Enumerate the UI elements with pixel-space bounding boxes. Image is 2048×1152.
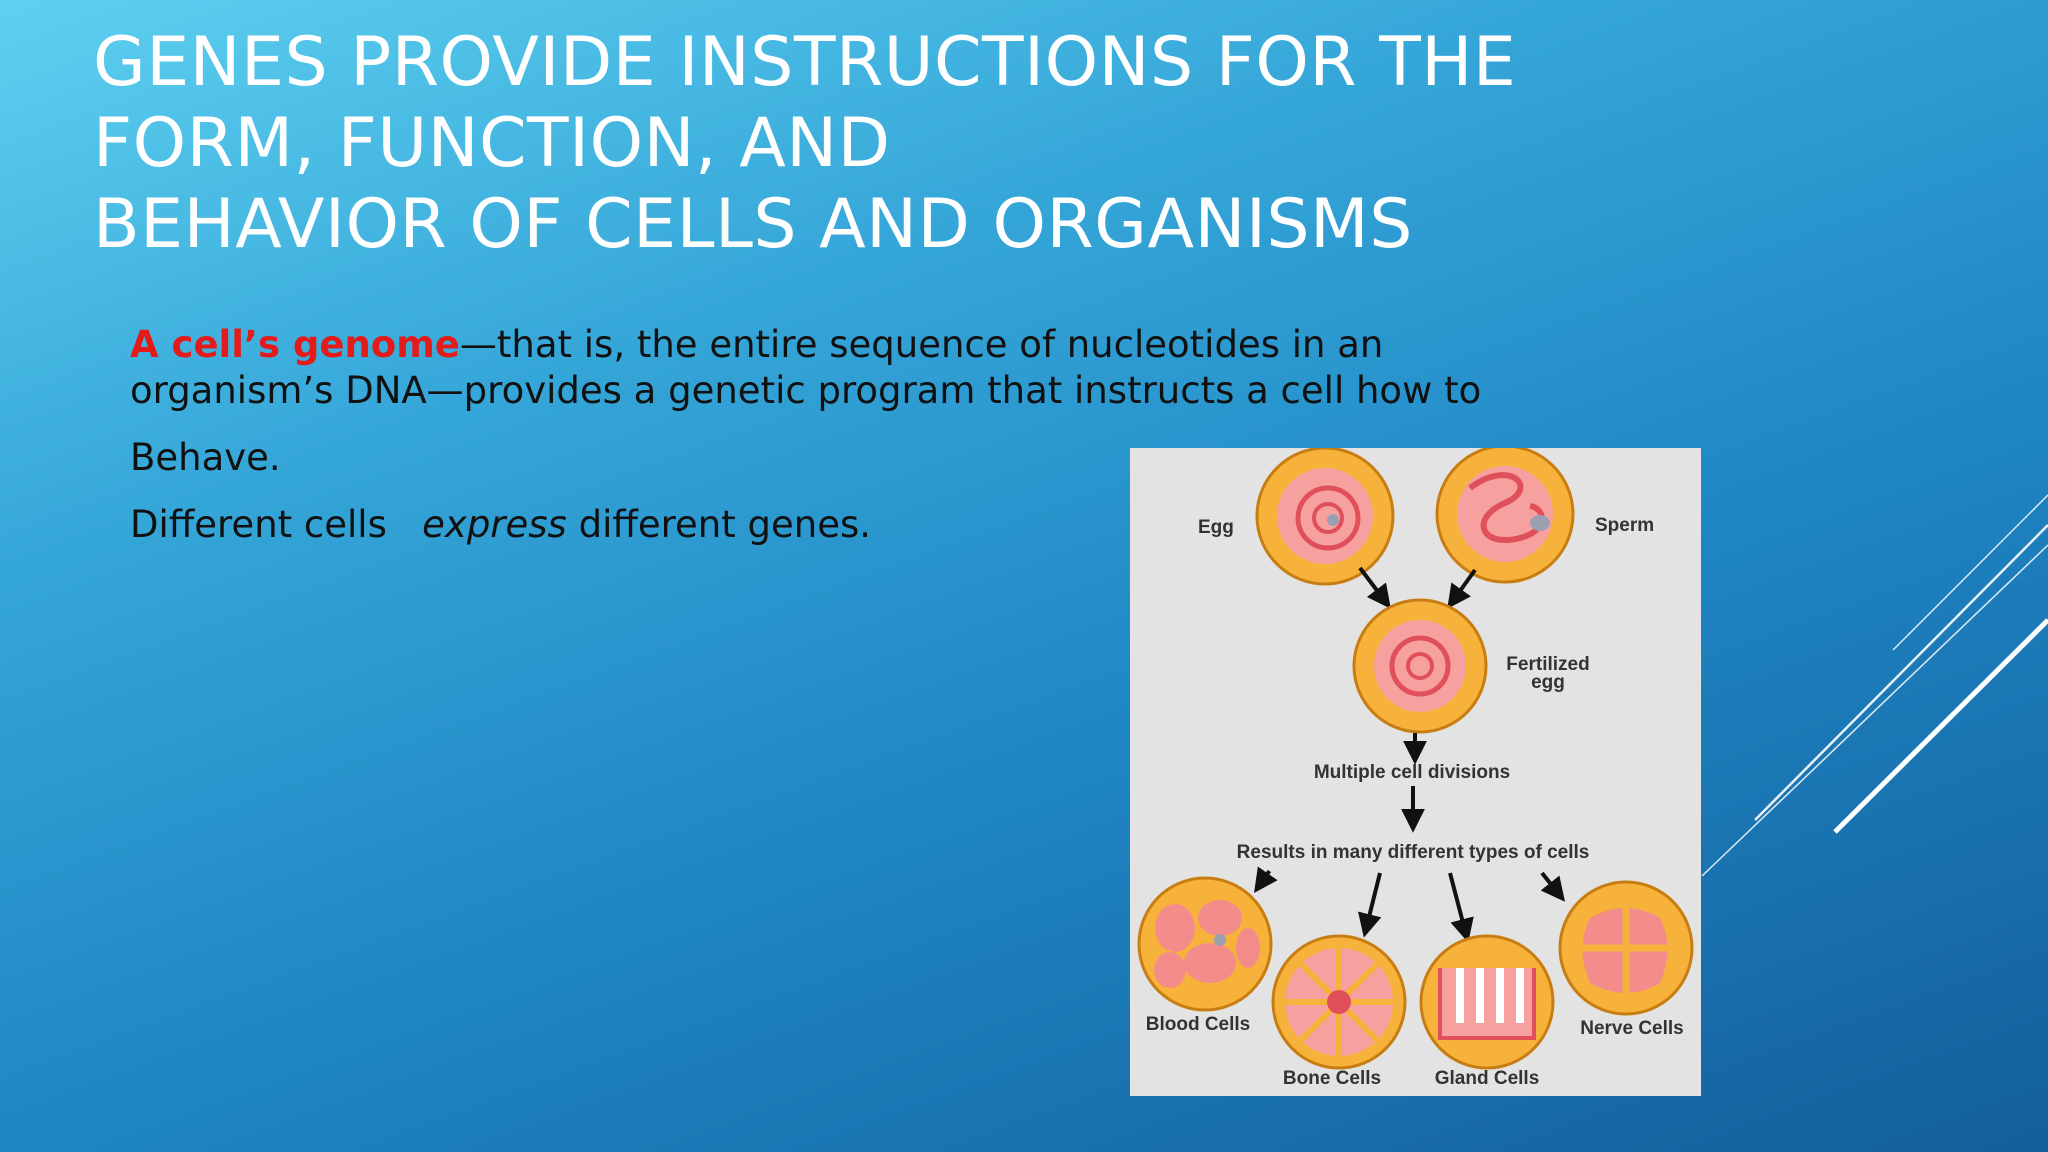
genome-highlight: A cell’s genome: [130, 323, 460, 366]
bone-cells-icon: [1271, 934, 1407, 1070]
genome-text-line-2: organism’s DNA—provides a genetic progra…: [130, 369, 1482, 412]
deco-line-1: [1892, 494, 2048, 651]
arrow-to-gland: [1448, 872, 1474, 943]
bone-cells-label: Bone Cells: [1283, 1068, 1381, 1089]
paragraph-behave: Behave.: [130, 436, 281, 479]
fertilized-label-line-2: egg: [1531, 672, 1565, 693]
paragraph-express: Different cells express different genes.: [130, 502, 1510, 548]
results-label: Results in many different types of cells: [1237, 842, 1590, 863]
arrow-to-nerve: [1540, 871, 1565, 902]
title-line-1: GENES PROVIDE INSTRUCTIONS FOR THE: [93, 23, 1517, 102]
arrow-to-blood: [1254, 866, 1278, 894]
paragraph-genome: A cell’s genome—that is, the entire sequ…: [130, 322, 1510, 414]
gland-cells-label: Gland Cells: [1435, 1068, 1540, 1089]
express-part-2: different genes.: [578, 503, 872, 546]
title-line-2: FORM, FUNCTION, AND: [93, 104, 891, 183]
egg-label: Egg: [1198, 517, 1234, 538]
express-part-1: Different cells: [130, 503, 387, 546]
title-line-3: BEHAVIOR OF CELLS AND ORGANISMS: [93, 185, 1413, 264]
deco-line-2: [1754, 524, 2048, 821]
genome-text-line-1: —that is, the entire sequence of nucleot…: [459, 323, 1384, 366]
egg-cell-icon: [1255, 448, 1395, 586]
fertilized-egg-icon: [1352, 598, 1488, 734]
sperm-label: Sperm: [1595, 515, 1654, 536]
sperm-cell-icon: [1435, 448, 1575, 584]
blood-cells-icon: [1137, 876, 1273, 1012]
fertilized-label-line-1: Fertilized: [1506, 654, 1589, 675]
arrow-to-bone: [1358, 872, 1382, 938]
deco-line-3: [1833, 618, 2048, 834]
divisions-label: Multiple cell divisions: [1314, 762, 1510, 783]
arrow-sperm-to-zygote: [1447, 568, 1477, 609]
deco-line-4: [1701, 544, 2048, 877]
express-emphasis: express: [422, 503, 567, 546]
gland-cells-icon: [1419, 934, 1555, 1070]
blood-cells-label: Blood Cells: [1146, 1014, 1251, 1035]
arrow-egg-to-zygote: [1358, 566, 1391, 609]
slide-body: A cell’s genome—that is, the entire sequ…: [130, 322, 1510, 548]
figure-svg: Egg Sperm Fertilized egg Multiple cell d…: [1137, 448, 1694, 1089]
cell-differentiation-figure: Egg Sperm Fertilized egg Multiple cell d…: [1130, 448, 1701, 1096]
slide-title: GENES PROVIDE INSTRUCTIONS FOR THE FORM,…: [93, 22, 1517, 265]
nerve-cells-icon: [1558, 880, 1694, 1016]
nerve-cells-label: Nerve Cells: [1580, 1018, 1684, 1039]
